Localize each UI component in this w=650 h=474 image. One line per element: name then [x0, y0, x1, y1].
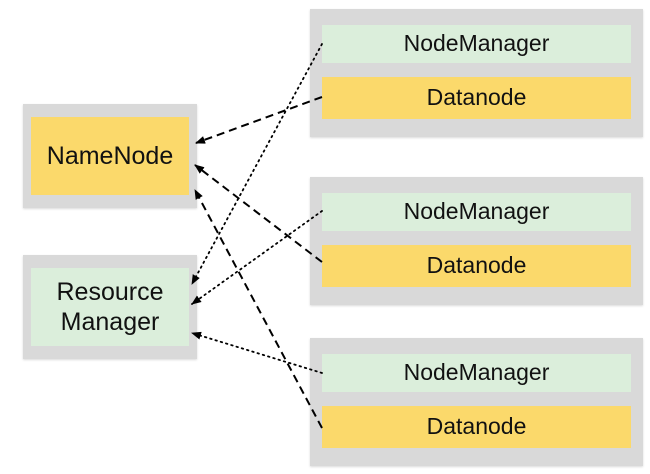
edge-worker-3-nodemanager-to-resourcemanager — [191, 331, 323, 374]
namenode-host: NameNode — [23, 104, 197, 208]
worker-host-2: NodeManager Datanode — [310, 177, 643, 305]
edge-worker-2-datanode-to-namenode — [194, 164, 323, 263]
namenode-box: NameNode — [31, 117, 189, 195]
datanode-box-3: Datanode — [322, 406, 631, 448]
edge-worker-3-datanode-to-namenode — [194, 189, 323, 429]
nodemanager-box-1: NodeManager — [322, 25, 631, 63]
datanode-box-1: Datanode — [322, 77, 631, 119]
resourcemanager-box: Resource Manager — [31, 268, 189, 346]
edge-group — [191, 43, 323, 429]
datanode-box-2: Datanode — [322, 245, 631, 287]
worker-host-1: NodeManager Datanode — [310, 9, 643, 137]
resourcemanager-host: Resource Manager — [23, 255, 197, 359]
nodemanager-box-3: NodeManager — [322, 354, 631, 392]
edge-worker-1-datanode-to-namenode — [195, 96, 323, 144]
edge-worker-1-nodemanager-to-resourcemanager — [191, 43, 323, 285]
nodemanager-box-2: NodeManager — [322, 193, 631, 231]
edge-worker-2-nodemanager-to-resourcemanager — [191, 210, 323, 305]
worker-host-3: NodeManager Datanode — [310, 338, 643, 466]
